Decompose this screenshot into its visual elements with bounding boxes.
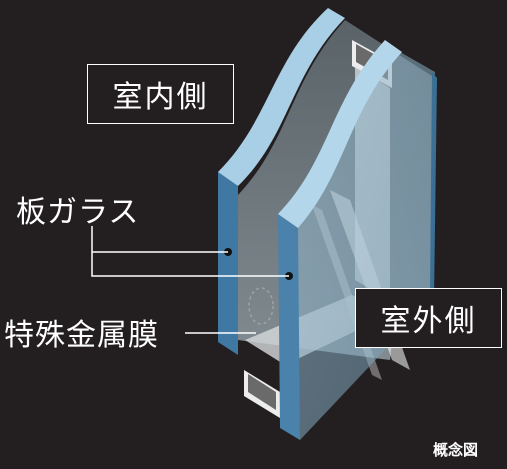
concept-note: 概念図 [433, 441, 479, 459]
indoor-side-label: 室内側 [87, 64, 234, 124]
outer-glass-pane [278, 40, 437, 440]
glass-label: 板ガラス [16, 195, 140, 230]
glass-leader-lines [91, 226, 289, 277]
metal-film-label: 特殊金属膜 [4, 318, 159, 353]
outdoor-side-label: 室外側 [355, 288, 502, 348]
